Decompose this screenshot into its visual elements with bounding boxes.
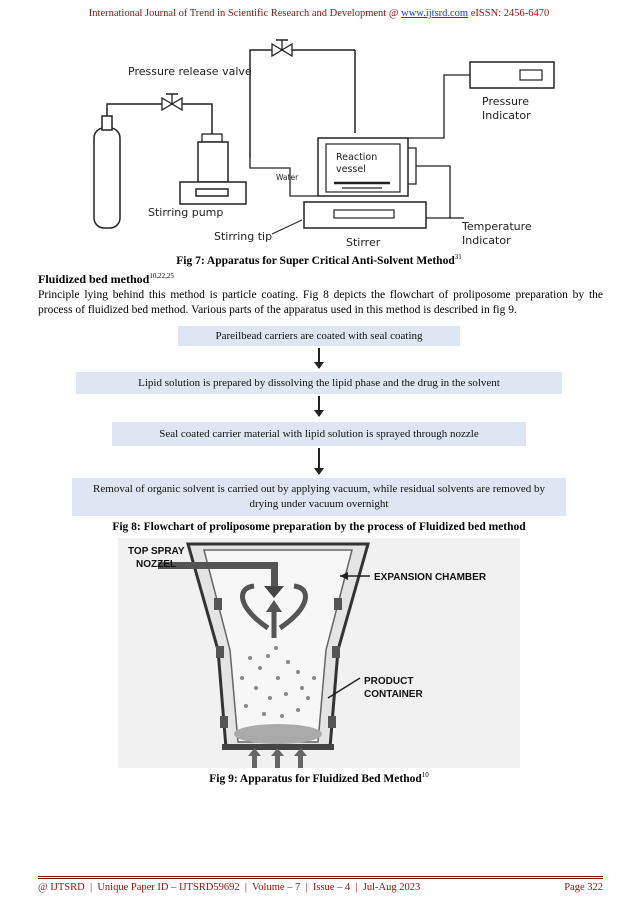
pressure-release-valve-icon xyxy=(271,39,293,58)
reaction-vessel xyxy=(317,137,417,197)
page-footer: @ IJTSRD | Unique Paper ID – IJTSRD59692… xyxy=(38,882,603,893)
header-prefix: International Journal of Trend in Scient… xyxy=(88,8,402,19)
distributor-plate xyxy=(222,744,334,750)
air-inlet-arrows-icon xyxy=(248,748,307,768)
journal-header: International Journal of Trend in Scient… xyxy=(0,8,638,19)
label-pressure-1: Pressure xyxy=(482,95,529,108)
fig7-apparatus-diagram: Pressure release valve Pressure Indicato… xyxy=(93,39,555,248)
section-heading: Fluidized bed method10,22,25 xyxy=(38,272,174,287)
section-heading-text: Fluidized bed method xyxy=(38,272,150,286)
label-temperature-2: Indicator xyxy=(462,234,511,247)
label-expansion-chamber: EXPANSION CHAMBER xyxy=(374,572,487,583)
chamber-clamps xyxy=(214,598,342,728)
label-stirring-tip: Stirring tip xyxy=(214,230,272,243)
label-temperature-1: Temperature xyxy=(461,220,532,233)
fig9-caption-text: Fig 9: Apparatus for Fluidized Bed Metho… xyxy=(209,772,422,785)
fig9-caption-ref: 10 xyxy=(421,771,429,779)
flow-step-1: Pareilbead carriers are coated with seal… xyxy=(178,326,460,346)
label-product: PRODUCT xyxy=(364,676,413,687)
fig9-caption: Fig 9: Apparatus for Fluidized Bed Metho… xyxy=(0,771,638,785)
pressure-indicator xyxy=(408,61,555,139)
label-pressure-release-valve: Pressure release valve xyxy=(128,65,252,78)
header-suffix: eISSN: 2456-6470 xyxy=(468,8,550,19)
label-container: CONTAINER xyxy=(364,689,423,700)
label-stirrer: Stirrer xyxy=(346,236,381,248)
particle-spray xyxy=(240,646,316,718)
label-pressure-2: Indicator xyxy=(482,109,531,122)
label-vessel: vessel xyxy=(336,164,366,175)
label-nozzel: NOZZEL xyxy=(136,559,176,570)
flow-step-3: Seal coated carrier material with lipid … xyxy=(112,422,526,446)
flow-step-4: Removal of organic solvent is carried ou… xyxy=(72,478,566,516)
flow-arrow-1 xyxy=(314,348,324,369)
gas-cylinder xyxy=(93,115,121,229)
fig8-flowchart: Pareilbead carriers are coated with seal… xyxy=(0,322,638,522)
label-water: Water xyxy=(276,173,299,182)
label-reaction: Reaction xyxy=(336,152,377,163)
spray-nozzle-icon xyxy=(158,562,284,598)
flow-arrow-2 xyxy=(314,396,324,417)
inlet-valve-icon xyxy=(161,93,183,112)
footer-rule-top xyxy=(38,876,603,877)
fig8-caption: Fig 8: Flowchart of proliposome preparat… xyxy=(112,521,526,533)
label-top-spray: TOP SPRAY xyxy=(128,546,185,557)
stirrer-base xyxy=(303,201,427,229)
footer-paper-info: @ IJTSRD | Unique Paper ID – IJTSRD59692… xyxy=(38,882,421,893)
flow-step-2: Lipid solution is prepared by dissolving… xyxy=(76,372,562,394)
fig7-caption-ref: 31 xyxy=(454,253,462,261)
footer-rule-bottom xyxy=(38,878,603,879)
section-heading-refs: 10,22,25 xyxy=(149,272,174,280)
footer-page-number: Page 322 xyxy=(564,882,603,893)
stirring-pump xyxy=(179,133,247,205)
flow-arrow-3 xyxy=(314,448,324,475)
fig9-apparatus-diagram: TOP SPRAY NOZZEL EXPANSION CHAMBER PRODU… xyxy=(118,538,520,768)
airflow-arrows-icon xyxy=(240,583,308,638)
journal-link[interactable]: www.ijtsrd.com xyxy=(401,8,469,19)
section-paragraph: Principle lying behind this method is pa… xyxy=(38,289,603,316)
fig7-caption: Fig 7: Apparatus for Super Critical Anti… xyxy=(0,253,638,267)
label-stirring-pump: Stirring pump xyxy=(148,206,223,219)
fig7-caption-text: Fig 7: Apparatus for Super Critical Anti… xyxy=(176,254,455,267)
particle-bed xyxy=(234,724,322,744)
